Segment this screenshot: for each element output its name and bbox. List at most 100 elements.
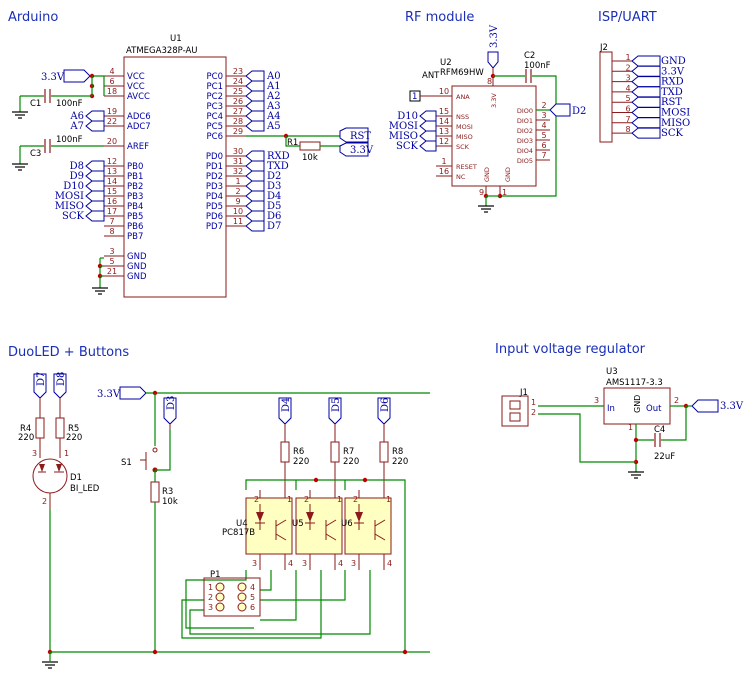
u1-left-pin-num: 21 — [107, 267, 117, 276]
u1-left-pin-num: 22 — [107, 117, 117, 126]
u1-left-pin-name: VCC — [127, 82, 145, 92]
u2-left-pin-num: 15 — [439, 107, 449, 116]
svg-text:3: 3 — [32, 449, 37, 458]
u1-left-pin-name: GND — [127, 252, 147, 262]
p1-ref: P1 — [210, 570, 221, 580]
opto-u-ref: U4 — [236, 519, 248, 529]
j2-net-text: MOSI — [661, 108, 690, 119]
j2-net-label — [631, 127, 661, 139]
u1-right-net-label — [245, 120, 265, 132]
u1-right-pin-name: PC2 — [207, 92, 223, 102]
j2-net-text: GND — [661, 56, 686, 67]
u1-right-net-text: D3 — [267, 181, 281, 192]
u2-left-pin-num: 12 — [439, 137, 449, 146]
j2-net-label — [631, 65, 661, 77]
u2-right-pin-name: DIO0 — [517, 107, 533, 115]
opto-net-text: D4 — [281, 398, 292, 412]
u4-value: PC817B — [222, 528, 255, 538]
opto-u-ref: U5 — [292, 519, 304, 529]
u2-right-pin-num: 5 — [541, 131, 546, 140]
u1-right-pin-name: PD7 — [206, 222, 223, 232]
section-title-regulator: Input voltage regulator — [495, 342, 646, 357]
u2-right-pin-num: 3 — [541, 111, 546, 120]
u1-right-net-text: D2 — [267, 171, 281, 182]
section-title-duoled: DuoLED + Buttons — [8, 345, 129, 360]
u2-net-text: D10 — [397, 111, 418, 122]
u1-right-pin-num: 1 — [235, 177, 240, 186]
svg-text:4: 4 — [387, 559, 392, 568]
u1-left-pin-num: 12 — [107, 157, 117, 166]
u1-left-net-label — [85, 120, 105, 132]
u1-right-net-label — [245, 220, 265, 232]
u1-right-net-label — [245, 100, 265, 112]
opto-r-value: 220 — [392, 457, 408, 467]
u1-left-net-label — [85, 170, 105, 182]
opto-r-value: 220 — [343, 457, 359, 467]
u1-right-net-text: RXD — [267, 151, 290, 162]
svg-text:1: 1 — [208, 583, 213, 592]
section-title-isp: ISP/UART — [598, 10, 657, 25]
u1-right-pin-num: 9 — [235, 197, 240, 206]
u1-right-net-text: A4 — [266, 111, 281, 122]
u1-right-pin-name: PD4 — [206, 192, 223, 202]
u3-value: AMS1117-3.3 — [606, 378, 663, 388]
u1-right-pin-num: 11 — [233, 217, 243, 226]
u2-3v3-text: 3.3V — [489, 24, 500, 48]
u1-body — [123, 56, 227, 298]
opto-r-ref: R6 — [293, 447, 304, 457]
u1-left-pin-num: 3 — [109, 247, 114, 256]
s1-ref: S1 — [121, 458, 132, 468]
u1-right-pin-name: PD0 — [206, 152, 223, 162]
r4-ref: R4 — [20, 424, 31, 434]
svg-text:1: 1 — [386, 495, 391, 504]
u1-left-net-label — [85, 180, 105, 192]
c3-ref: C3 — [30, 149, 41, 159]
svg-text:5: 5 — [250, 593, 255, 602]
u1-left-pin-name: PB4 — [127, 202, 143, 212]
u3-out: Out — [646, 404, 662, 414]
j2-pin-num: 8 — [625, 125, 630, 134]
u1-left-pin-name: VCC — [127, 72, 145, 82]
u2-net-label — [419, 120, 437, 132]
u1-right-net-label — [245, 190, 265, 202]
rst-text: RST — [350, 131, 371, 142]
j2-net-text: RST — [661, 97, 682, 108]
u1-right-pin-name: PD3 — [206, 182, 223, 192]
u1-right-pin-num: 27 — [233, 107, 243, 116]
v33-text-reg: 3.3V — [720, 401, 744, 412]
u2-right-pin-num: 4 — [541, 121, 546, 130]
u1-left-net-text: MISO — [55, 201, 84, 212]
u1-right-pin-num: 28 — [233, 117, 243, 126]
u1-left-pin-num: 17 — [107, 207, 117, 216]
u1-right-net-text: A0 — [266, 71, 281, 82]
u1-left-net-label — [85, 110, 105, 122]
u1-left-pin-num: 4 — [109, 67, 114, 76]
u1-right-pin-num: 29 — [233, 127, 243, 136]
svg-text:3: 3 — [351, 559, 356, 568]
u1-left-pin-name: GND — [127, 272, 147, 282]
svg-text:2: 2 — [42, 497, 47, 506]
j2-pin-num: 4 — [625, 84, 630, 93]
j2-net-text: 3.3V — [661, 66, 685, 77]
j2-net-text: RXD — [661, 77, 684, 88]
u1-left-pin-num: 20 — [107, 137, 117, 146]
u2-top-pin-name: 3.3V — [490, 93, 498, 108]
r1-reset: R1 10k RST 3.3V — [246, 127, 374, 163]
u1-left-pin-num: 8 — [109, 227, 114, 236]
u1-right-net-label — [245, 170, 265, 182]
u1-right-pin-num: 23 — [233, 67, 243, 76]
opto-u-ref: U6 — [341, 519, 353, 529]
u2-left-pin-name: RESET — [456, 163, 477, 171]
u1-right-net-label — [245, 70, 265, 82]
u1-left-pin-name: AREF — [127, 142, 149, 152]
u2-left-pin-num: 10 — [439, 87, 449, 96]
u1-left-pin-name: PB6 — [127, 222, 143, 232]
svg-text:3: 3 — [302, 559, 307, 568]
u1-left-pin-num: 7 — [109, 217, 114, 226]
c4-ref: C4 — [654, 425, 665, 435]
